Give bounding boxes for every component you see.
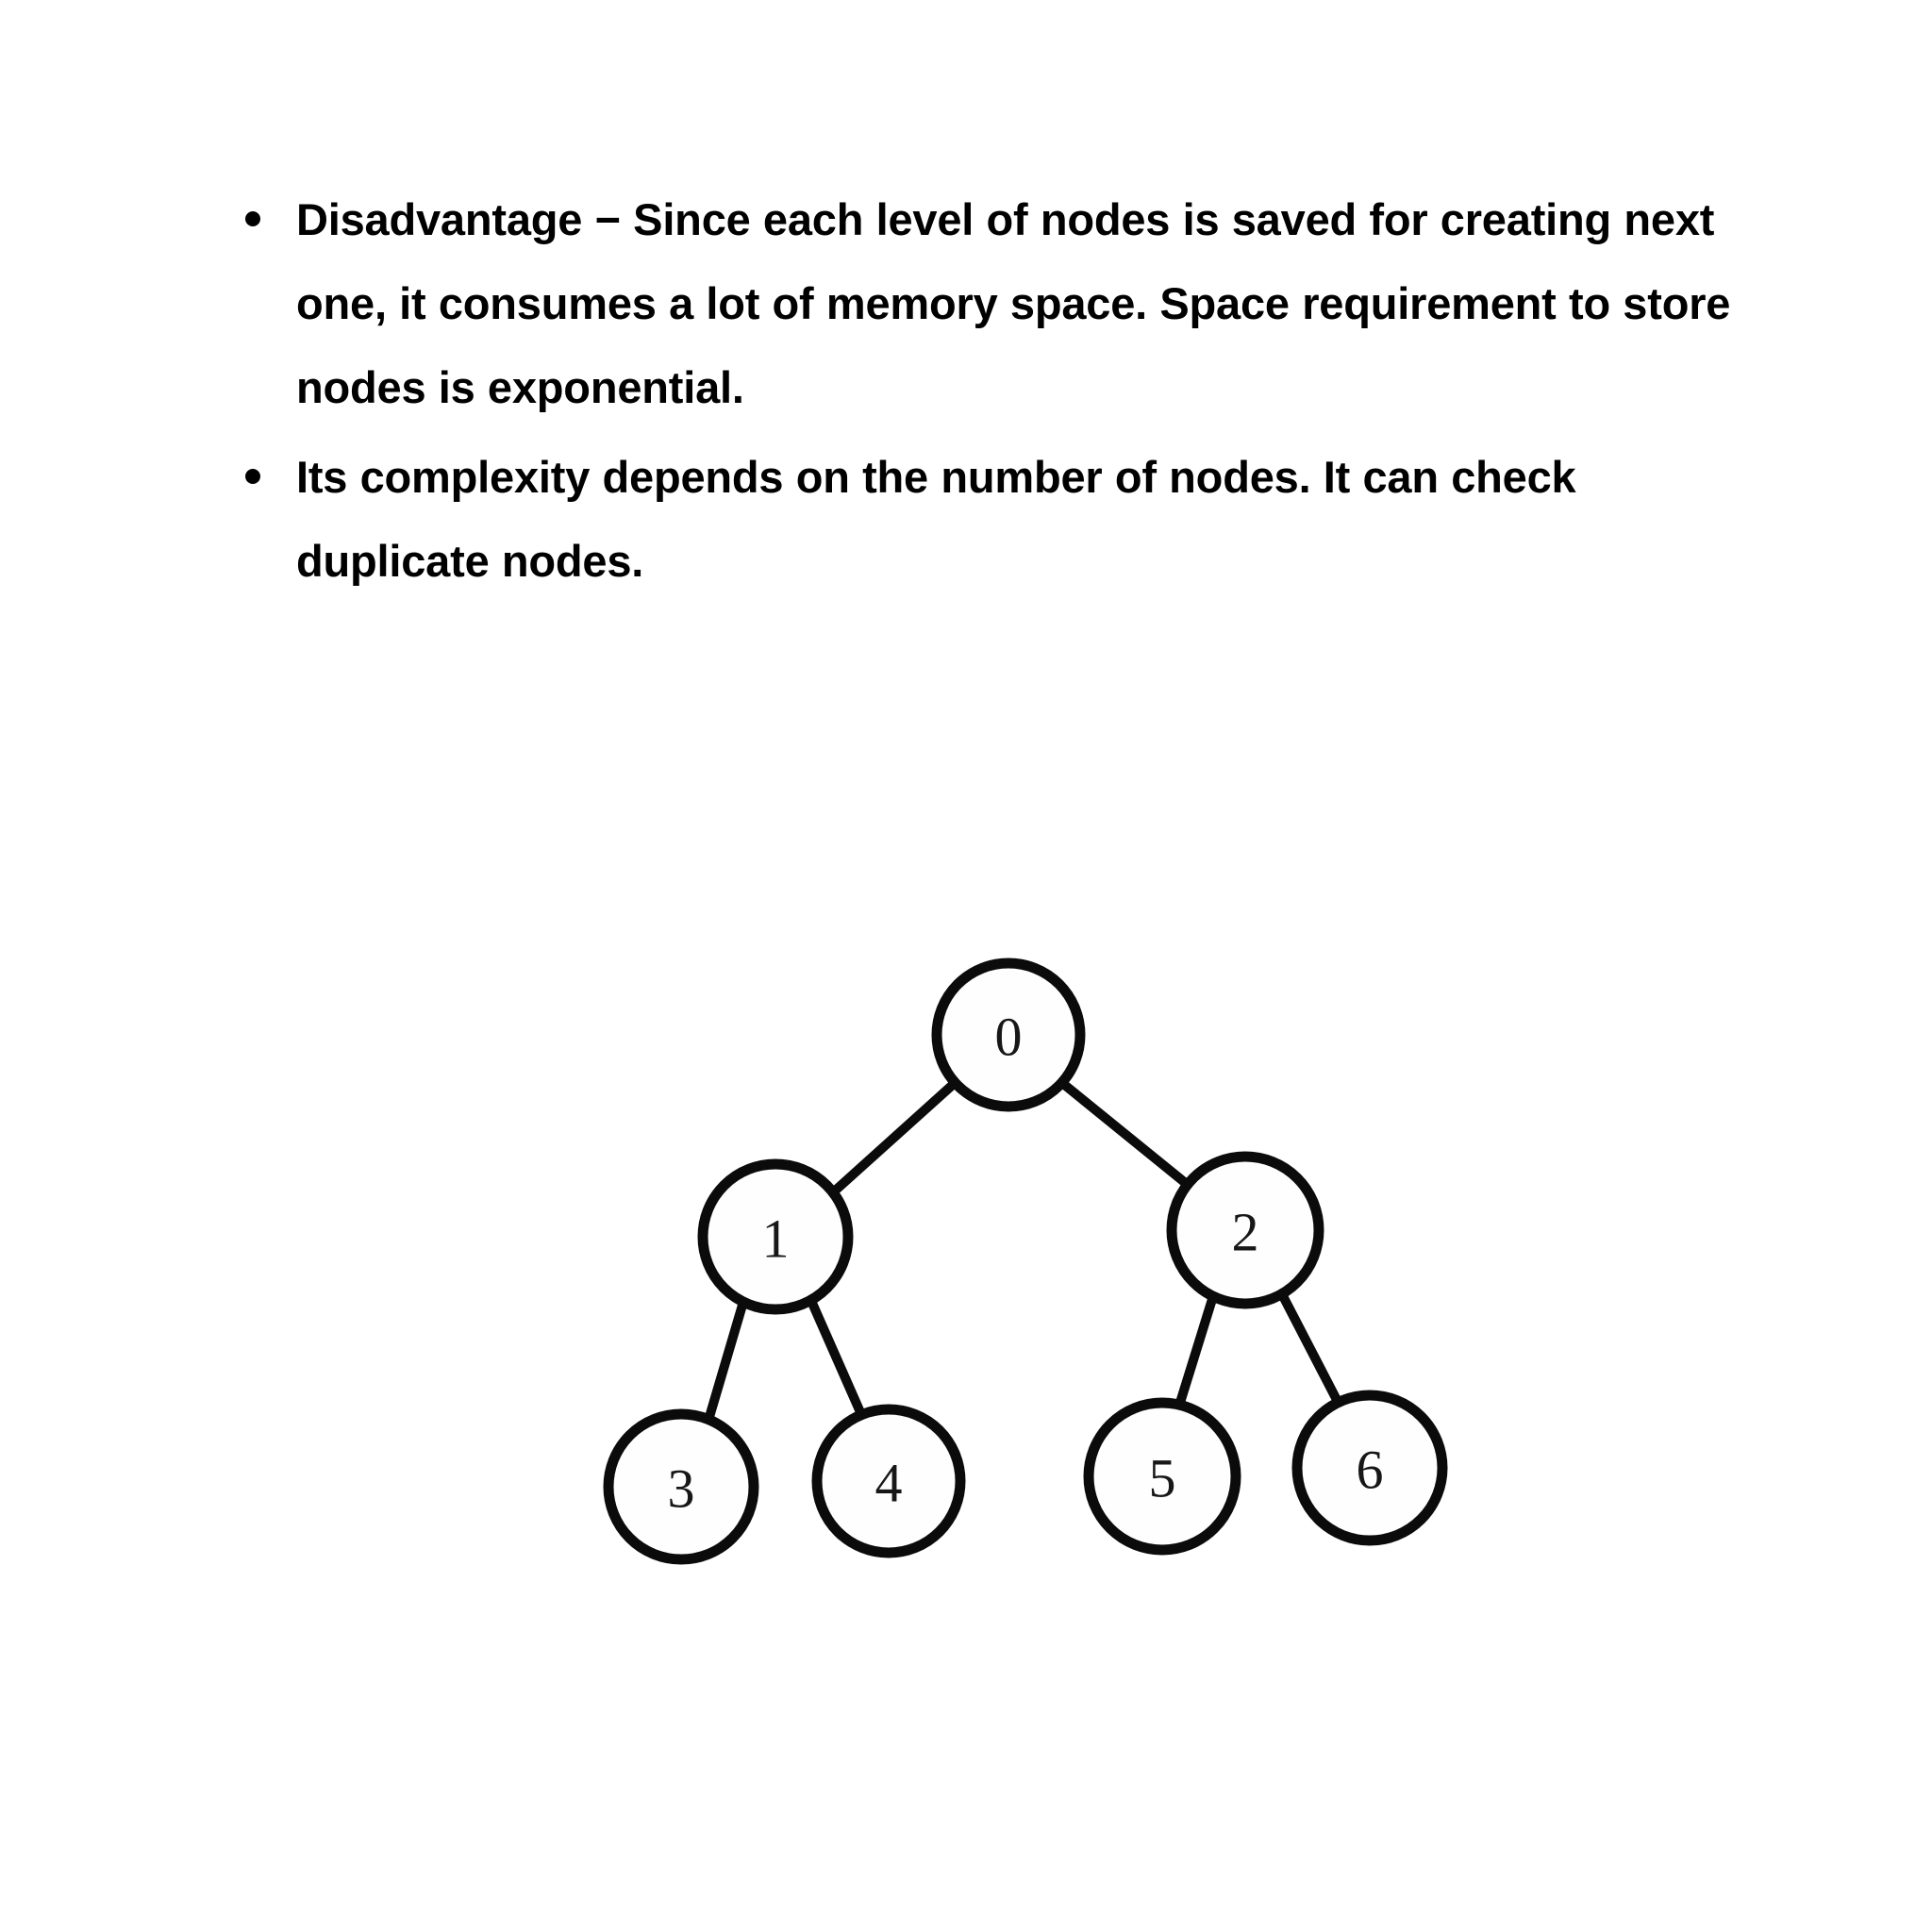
node-label-0: 0 [995, 1007, 1023, 1068]
bullet-dot-icon [245, 211, 260, 226]
tree-edge-2-6 [1276, 1288, 1341, 1403]
node-label-2: 2 [1232, 1202, 1259, 1263]
tree-edge-1-3 [705, 1297, 748, 1422]
node-circle-0 [931, 958, 1086, 1112]
tree-edge-0-2 [1058, 1078, 1197, 1193]
list-item: Its complexity depends on the number of … [234, 435, 1762, 603]
bullet-dot-icon [245, 469, 260, 484]
node-circle-1 [697, 1158, 854, 1315]
node-label-4: 4 [875, 1453, 903, 1514]
node-circle-4 [811, 1404, 966, 1558]
tree-node-0: 0 [931, 958, 1086, 1112]
list-item: Disadvantage − Since each level of nodes… [234, 177, 1762, 429]
node-circle-2 [1166, 1151, 1324, 1309]
node-label-1: 1 [762, 1208, 790, 1270]
bullet-list: Disadvantage − Since each level of nodes… [234, 177, 1762, 608]
tree-edges [705, 1078, 1341, 1422]
tree-node-3: 3 [603, 1408, 759, 1565]
binary-tree-svg: 0 1 2 3 4 5 6 [603, 958, 1448, 1565]
node-circle-5 [1083, 1397, 1241, 1556]
tree-edge-1-4 [807, 1296, 865, 1417]
tree-node-2: 2 [1166, 1151, 1324, 1309]
node-circle-6 [1291, 1390, 1448, 1546]
node-label-3: 3 [668, 1458, 695, 1520]
node-label-5: 5 [1149, 1448, 1176, 1509]
node-circle-3 [603, 1408, 759, 1565]
binary-tree-figure: 0 1 2 3 4 5 6 [528, 906, 1509, 1623]
tree-node-5: 5 [1083, 1397, 1241, 1556]
tree-edge-2-5 [1174, 1291, 1218, 1410]
bullet-text-disadvantage: Disadvantage − Since each level of nodes… [296, 194, 1731, 412]
bullet-text-complexity: Its complexity depends on the number of … [296, 452, 1576, 586]
tree-edge-0-1 [827, 1078, 959, 1198]
tree-node-1: 1 [697, 1158, 854, 1315]
tree-node-6: 6 [1291, 1390, 1448, 1546]
node-label-6: 6 [1357, 1440, 1384, 1501]
tree-node-4: 4 [811, 1404, 966, 1558]
